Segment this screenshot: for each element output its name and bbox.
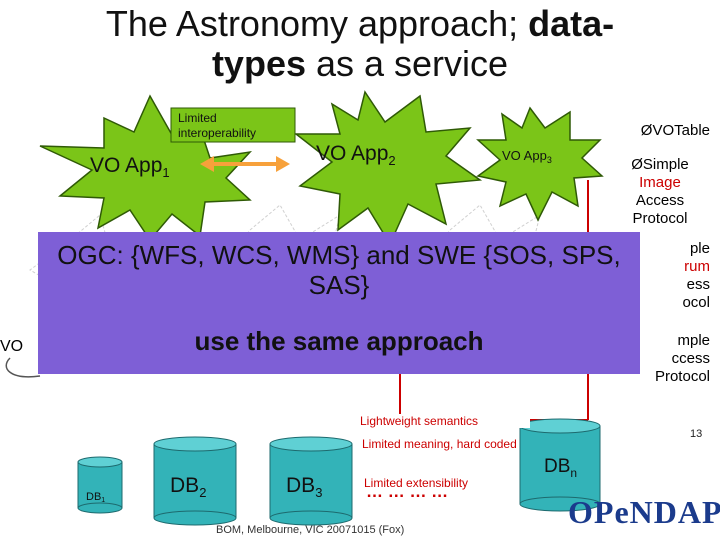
footer-text: BOM, Melbourne, VIC 20071015 (Fox) [216, 524, 405, 536]
bullet-sia-line: Image [639, 174, 681, 191]
interop-label-line1: Limited [178, 111, 217, 125]
db3-label: DB3 [286, 474, 322, 500]
vo-app1-label: VO App1 [90, 154, 170, 180]
vo-app2-star [293, 90, 483, 246]
interop-double-arrow [200, 156, 290, 172]
ogc-overlay-box: OGC: {WFS, WCS, WMS} and SWE {SOS, SPS, … [38, 232, 640, 374]
bullet-ssa-line: ess [686, 276, 710, 293]
bullet-sca-line: Protocol [654, 368, 710, 385]
title-bold-part: types [211, 43, 306, 84]
bullet-ssa-line: ocol [682, 294, 710, 311]
vo-app3-star [476, 106, 604, 222]
title-bold-part: data- [528, 3, 615, 44]
loop-arrow [5, 357, 41, 378]
note-semantics: Lightweight semantics [360, 414, 530, 428]
dbn-cylinder [519, 418, 601, 512]
ogc-overlay-emphasis: use the same approach [194, 326, 484, 356]
interop-label-box [170, 107, 296, 143]
bullet-sia: ØSimple Image Access Protocol [610, 156, 710, 228]
title-part: The Astronomy approach; [105, 3, 529, 44]
interop-label-line2: interoperability [178, 126, 256, 140]
bullet-sca: mple ccess Protocol [620, 332, 710, 386]
db3-cylinder [269, 436, 353, 526]
bullet-votable: ØVOTable [600, 122, 710, 140]
note-meaning: Limited meaning, hard coded [362, 437, 517, 451]
bullet-sia-line: Access [635, 192, 685, 209]
page-number: 13 [690, 428, 703, 440]
db1-cylinder [77, 456, 123, 514]
vo-app3-label: VO App3 [502, 148, 552, 165]
vo-partial-label: VO [0, 338, 24, 355]
note-extensibility: Limited extensibility [364, 476, 469, 490]
bullet-sia-line: ØSimple [631, 156, 689, 173]
db2-label: DB2 [170, 474, 206, 500]
bullet-ssa-line: ple [689, 240, 710, 257]
dbn-label: DBn [544, 456, 577, 480]
bullet-ssa: ple rum ess ocol [640, 240, 710, 312]
bullet-sca-line: mple [677, 332, 710, 349]
bullet-ssa-line: rum [684, 258, 710, 275]
db1-label: DB1 [86, 491, 105, 504]
opendap-logo: OPeNDAP [568, 494, 720, 530]
page-title: The Astronomy approach; data- types as a… [0, 4, 720, 84]
db2-cylinder [153, 436, 237, 526]
title-part: as a service [305, 43, 509, 84]
vo-app2-label: VO App2 [316, 142, 396, 168]
ogc-overlay-text: OGC: {WFS, WCS, WMS} and SWE {SOS, SPS, … [57, 240, 621, 300]
bullet-votable-text: ØVOTable [640, 122, 710, 139]
note-ellipsis: … … … … [366, 482, 449, 501]
bullet-sca-line: ccess [671, 350, 710, 367]
bullet-sia-line: Protocol [632, 210, 688, 227]
